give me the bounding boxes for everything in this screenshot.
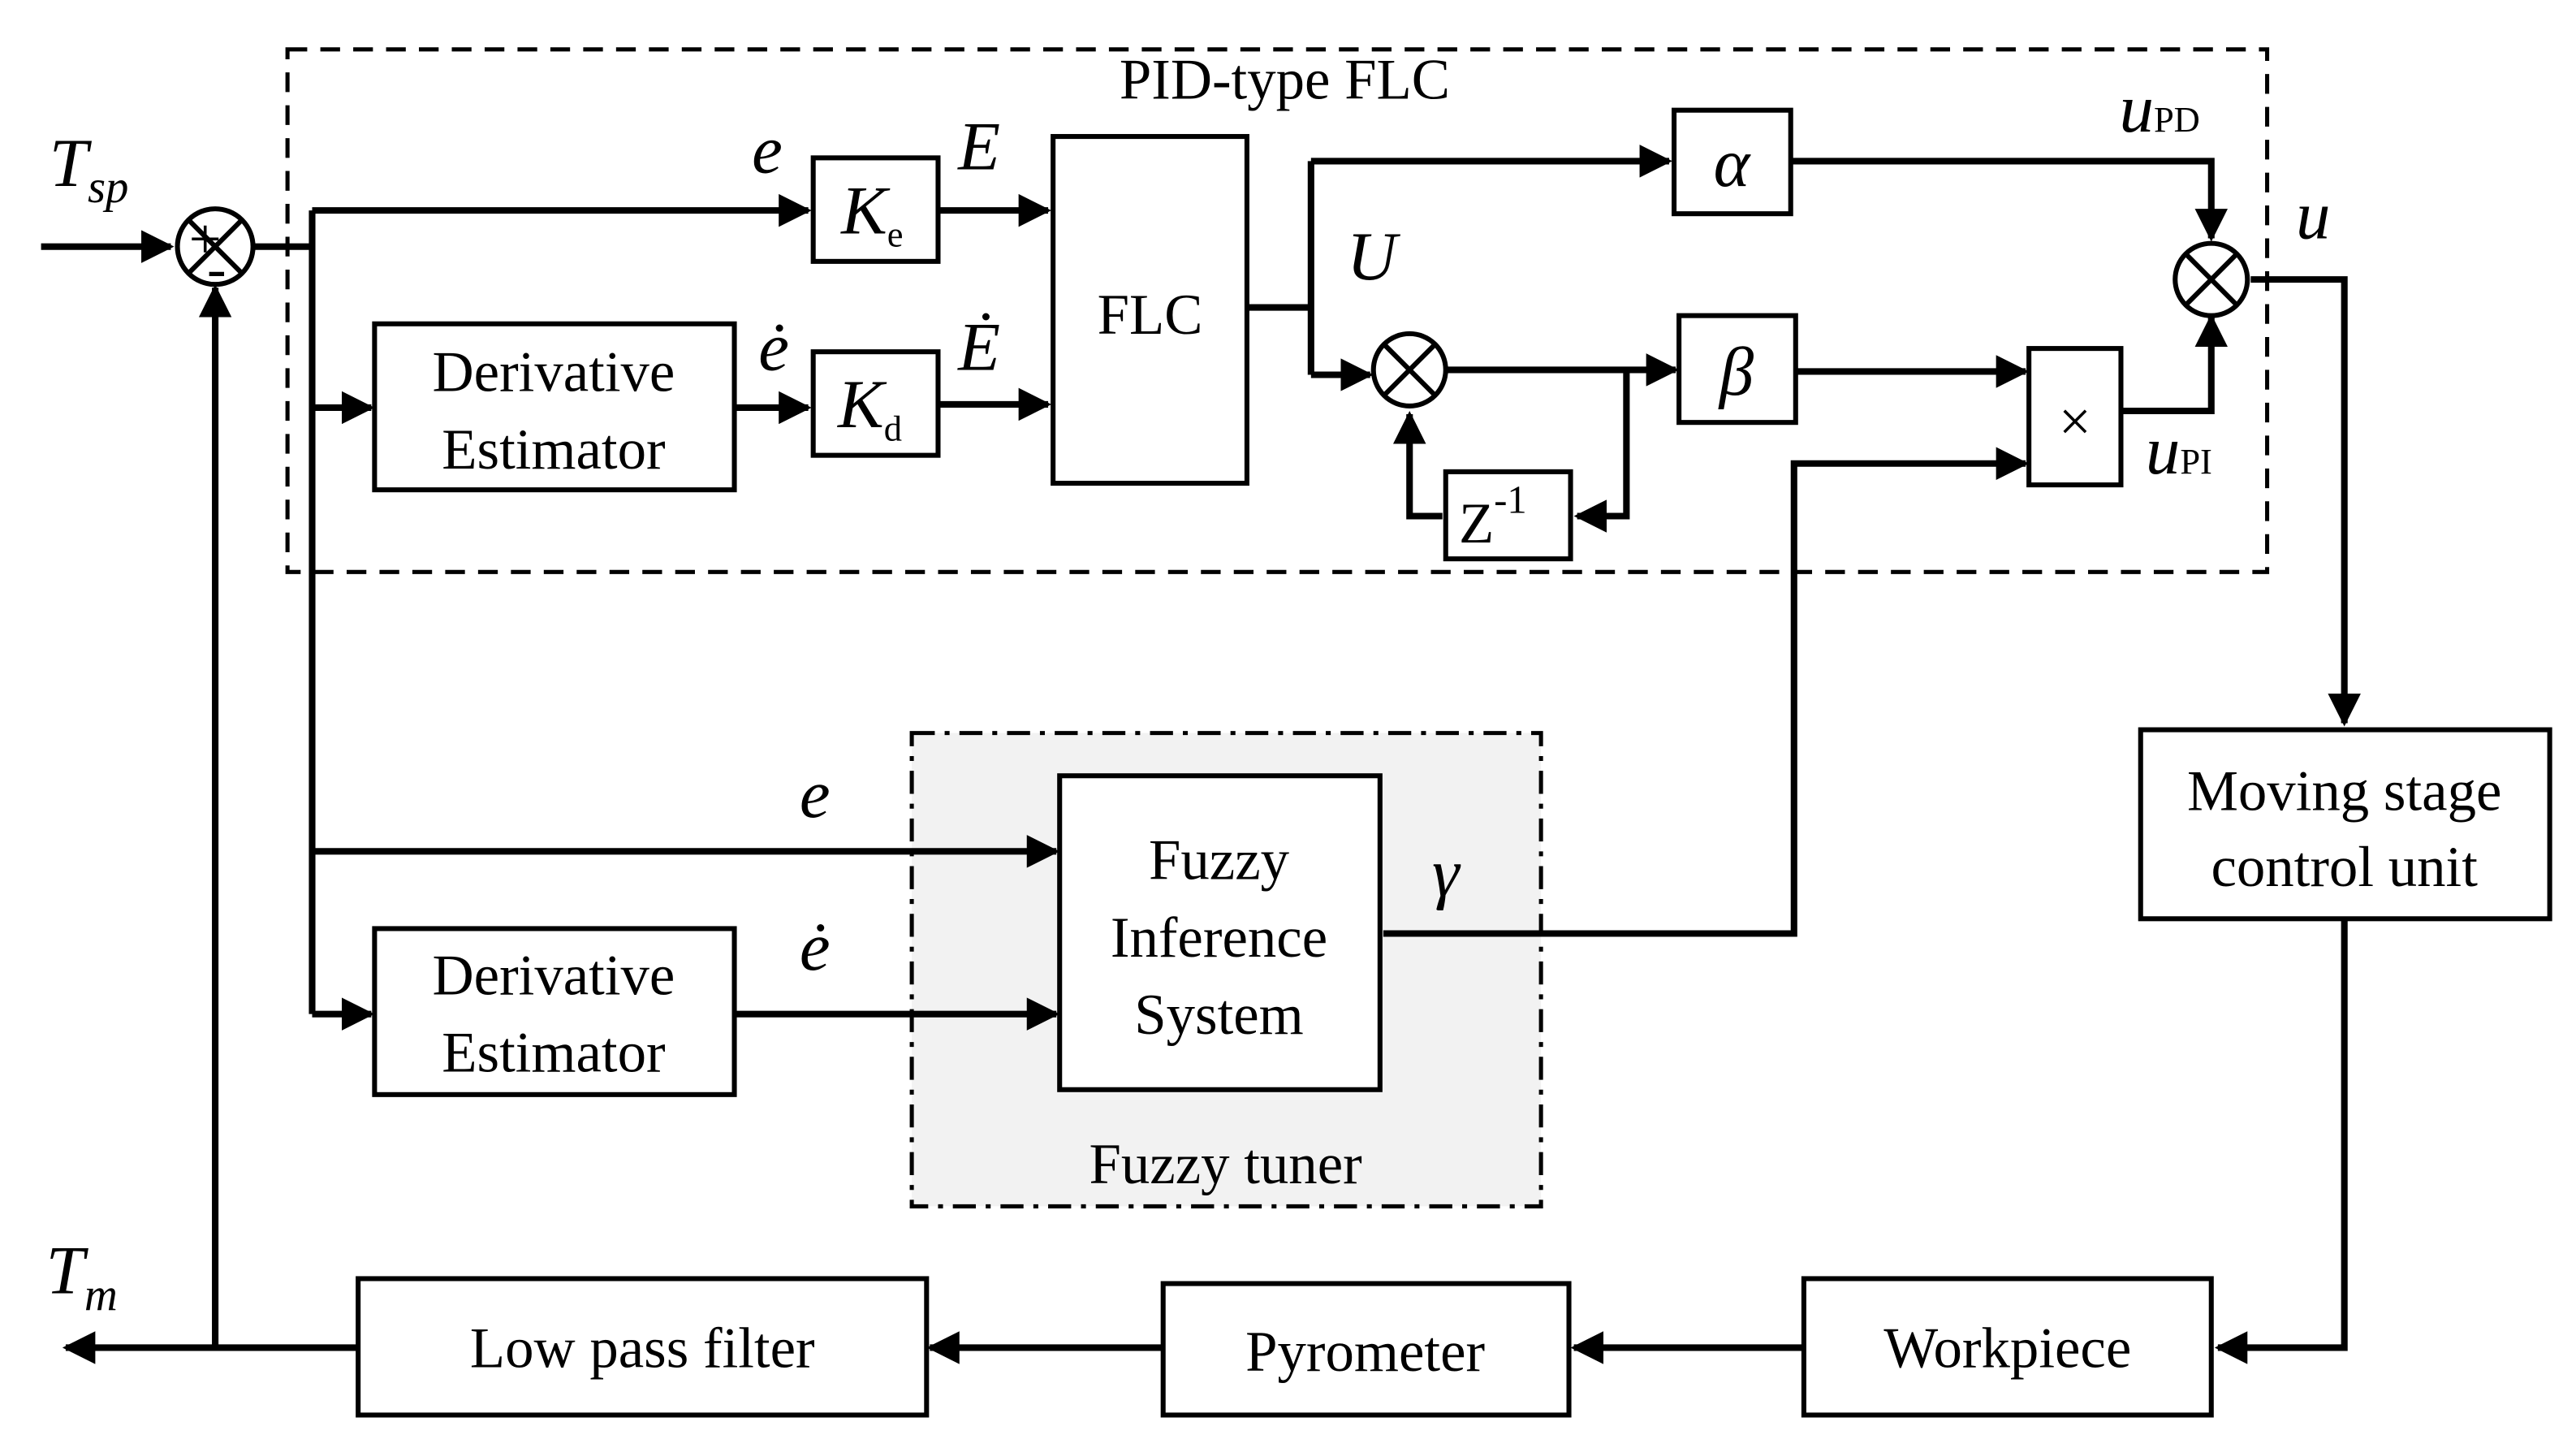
fuzzy-tuner-frame-label: Fuzzy tuner bbox=[1089, 1133, 1361, 1196]
pid-flc-frame-label: PID-type FLC bbox=[1120, 49, 1450, 112]
derivative-estimator-bottom-line1: Derivative bbox=[433, 944, 675, 1007]
alpha-label: α bbox=[1714, 125, 1752, 201]
U-signal-label: U bbox=[1347, 218, 1400, 295]
beta-label: β bbox=[1718, 334, 1754, 410]
summing-junction-integrator bbox=[1370, 331, 1448, 408]
E-signal-label: E bbox=[957, 109, 1000, 185]
flc-label: FLC bbox=[1098, 283, 1203, 347]
pid-flc-frame bbox=[285, 47, 2270, 574]
workpiece-label: Workpiece bbox=[1883, 1317, 2131, 1381]
summing-junction-output bbox=[2173, 240, 2250, 318]
upd-signal-label: uPD bbox=[2119, 71, 2199, 147]
gamma-signal-label: γ bbox=[1432, 835, 1461, 911]
multiplier-block bbox=[2026, 346, 2124, 488]
kd-gain-label: Kd bbox=[837, 366, 902, 448]
low-pass-filter-label: Low pass filter bbox=[470, 1317, 815, 1381]
derivative-estimator-top bbox=[372, 321, 737, 493]
tm-signal-label: Tm bbox=[46, 1233, 118, 1320]
sum-plus-sign: + bbox=[189, 208, 222, 271]
kd-gain-block bbox=[810, 349, 941, 458]
derivative-estimator-bottom-line2: Estimator bbox=[442, 1021, 665, 1084]
moving-stage-control-unit-block bbox=[2138, 727, 2552, 922]
beta-block bbox=[1676, 313, 1798, 426]
e-signal-label-top: e bbox=[752, 112, 783, 188]
Edot-signal-label: Ė bbox=[957, 309, 1000, 385]
ke-gain-label: Ke bbox=[840, 172, 903, 254]
sum-minus-sign: - bbox=[207, 237, 227, 300]
moving-stage-line2: control unit bbox=[2211, 836, 2478, 899]
moving-stage-line1: Moving stage bbox=[2187, 760, 2501, 823]
workpiece-block bbox=[1801, 1276, 2214, 1418]
unit-delay-block bbox=[1443, 469, 1573, 562]
summing-junction-main: + - bbox=[175, 206, 256, 300]
upi-signal-label: uPI bbox=[2146, 413, 2212, 489]
low-pass-filter-block bbox=[356, 1276, 930, 1418]
fis-line1: Fuzzy bbox=[1149, 829, 1290, 893]
derivative-estimator-bottom bbox=[372, 926, 737, 1097]
pyrometer-block bbox=[1160, 1281, 1572, 1418]
pyrometer-label: Pyrometer bbox=[1245, 1320, 1485, 1384]
edot-signal-label-top: ė bbox=[758, 309, 789, 385]
tsp-signal-label: Tsp bbox=[50, 125, 129, 213]
unit-delay-label: Z-1 bbox=[1459, 478, 1527, 555]
ke-gain-block bbox=[810, 155, 941, 264]
multiplier-label: × bbox=[2059, 390, 2091, 453]
fis-line3: System bbox=[1134, 983, 1304, 1047]
e-signal-label-bottom: e bbox=[800, 756, 831, 832]
fis-line2: Inference bbox=[1111, 906, 1327, 970]
signal-wires bbox=[41, 145, 2361, 1364]
derivative-estimator-top-line1: Derivative bbox=[433, 341, 675, 404]
fuzzy-inference-system-block bbox=[1057, 773, 1383, 1092]
u-signal-label: u bbox=[2296, 178, 2330, 254]
flc-block bbox=[1051, 134, 1249, 486]
alpha-block bbox=[1672, 107, 1793, 217]
derivative-estimator-top-line2: Estimator bbox=[442, 418, 665, 482]
edot-signal-label-bottom: ė bbox=[800, 909, 831, 985]
